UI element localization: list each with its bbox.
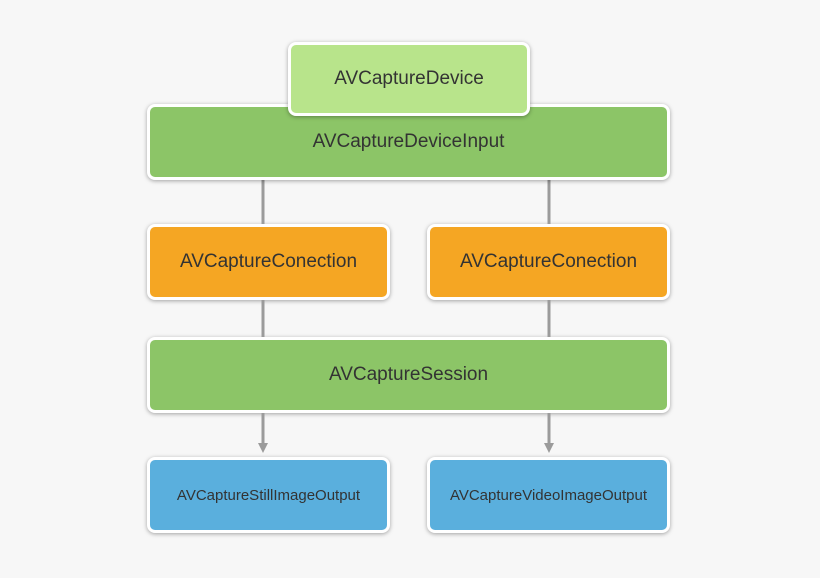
node-av-capture-device: AVCaptureDevice [288,42,530,116]
node-av-capture-video-image-output: AVCaptureVideoImageOutput [427,457,670,533]
node-av-capture-device-label: AVCaptureDevice [334,68,484,89]
node-av-capture-still-image-output: AVCaptureStillImageOutput [147,457,390,533]
node-av-capture-device-input: AVCaptureDeviceInput [147,104,670,180]
node-av-capture-device-input-label: AVCaptureDeviceInput [312,131,505,152]
node-av-capture-connection-left: AVCaptureConection [147,224,390,300]
node-av-capture-connection-left-label: AVCaptureConection [179,251,358,272]
node-av-capture-connection-right: AVCaptureConection [427,224,670,300]
node-av-capture-session-label: AVCaptureSession [328,364,489,385]
node-av-capture-connection-right-label: AVCaptureConection [459,251,638,272]
node-av-capture-session: AVCaptureSession [147,337,670,413]
node-av-capture-still-image-output-label: AVCaptureStillImageOutput [176,486,361,504]
node-av-capture-video-image-output-label: AVCaptureVideoImageOutput [449,486,648,504]
